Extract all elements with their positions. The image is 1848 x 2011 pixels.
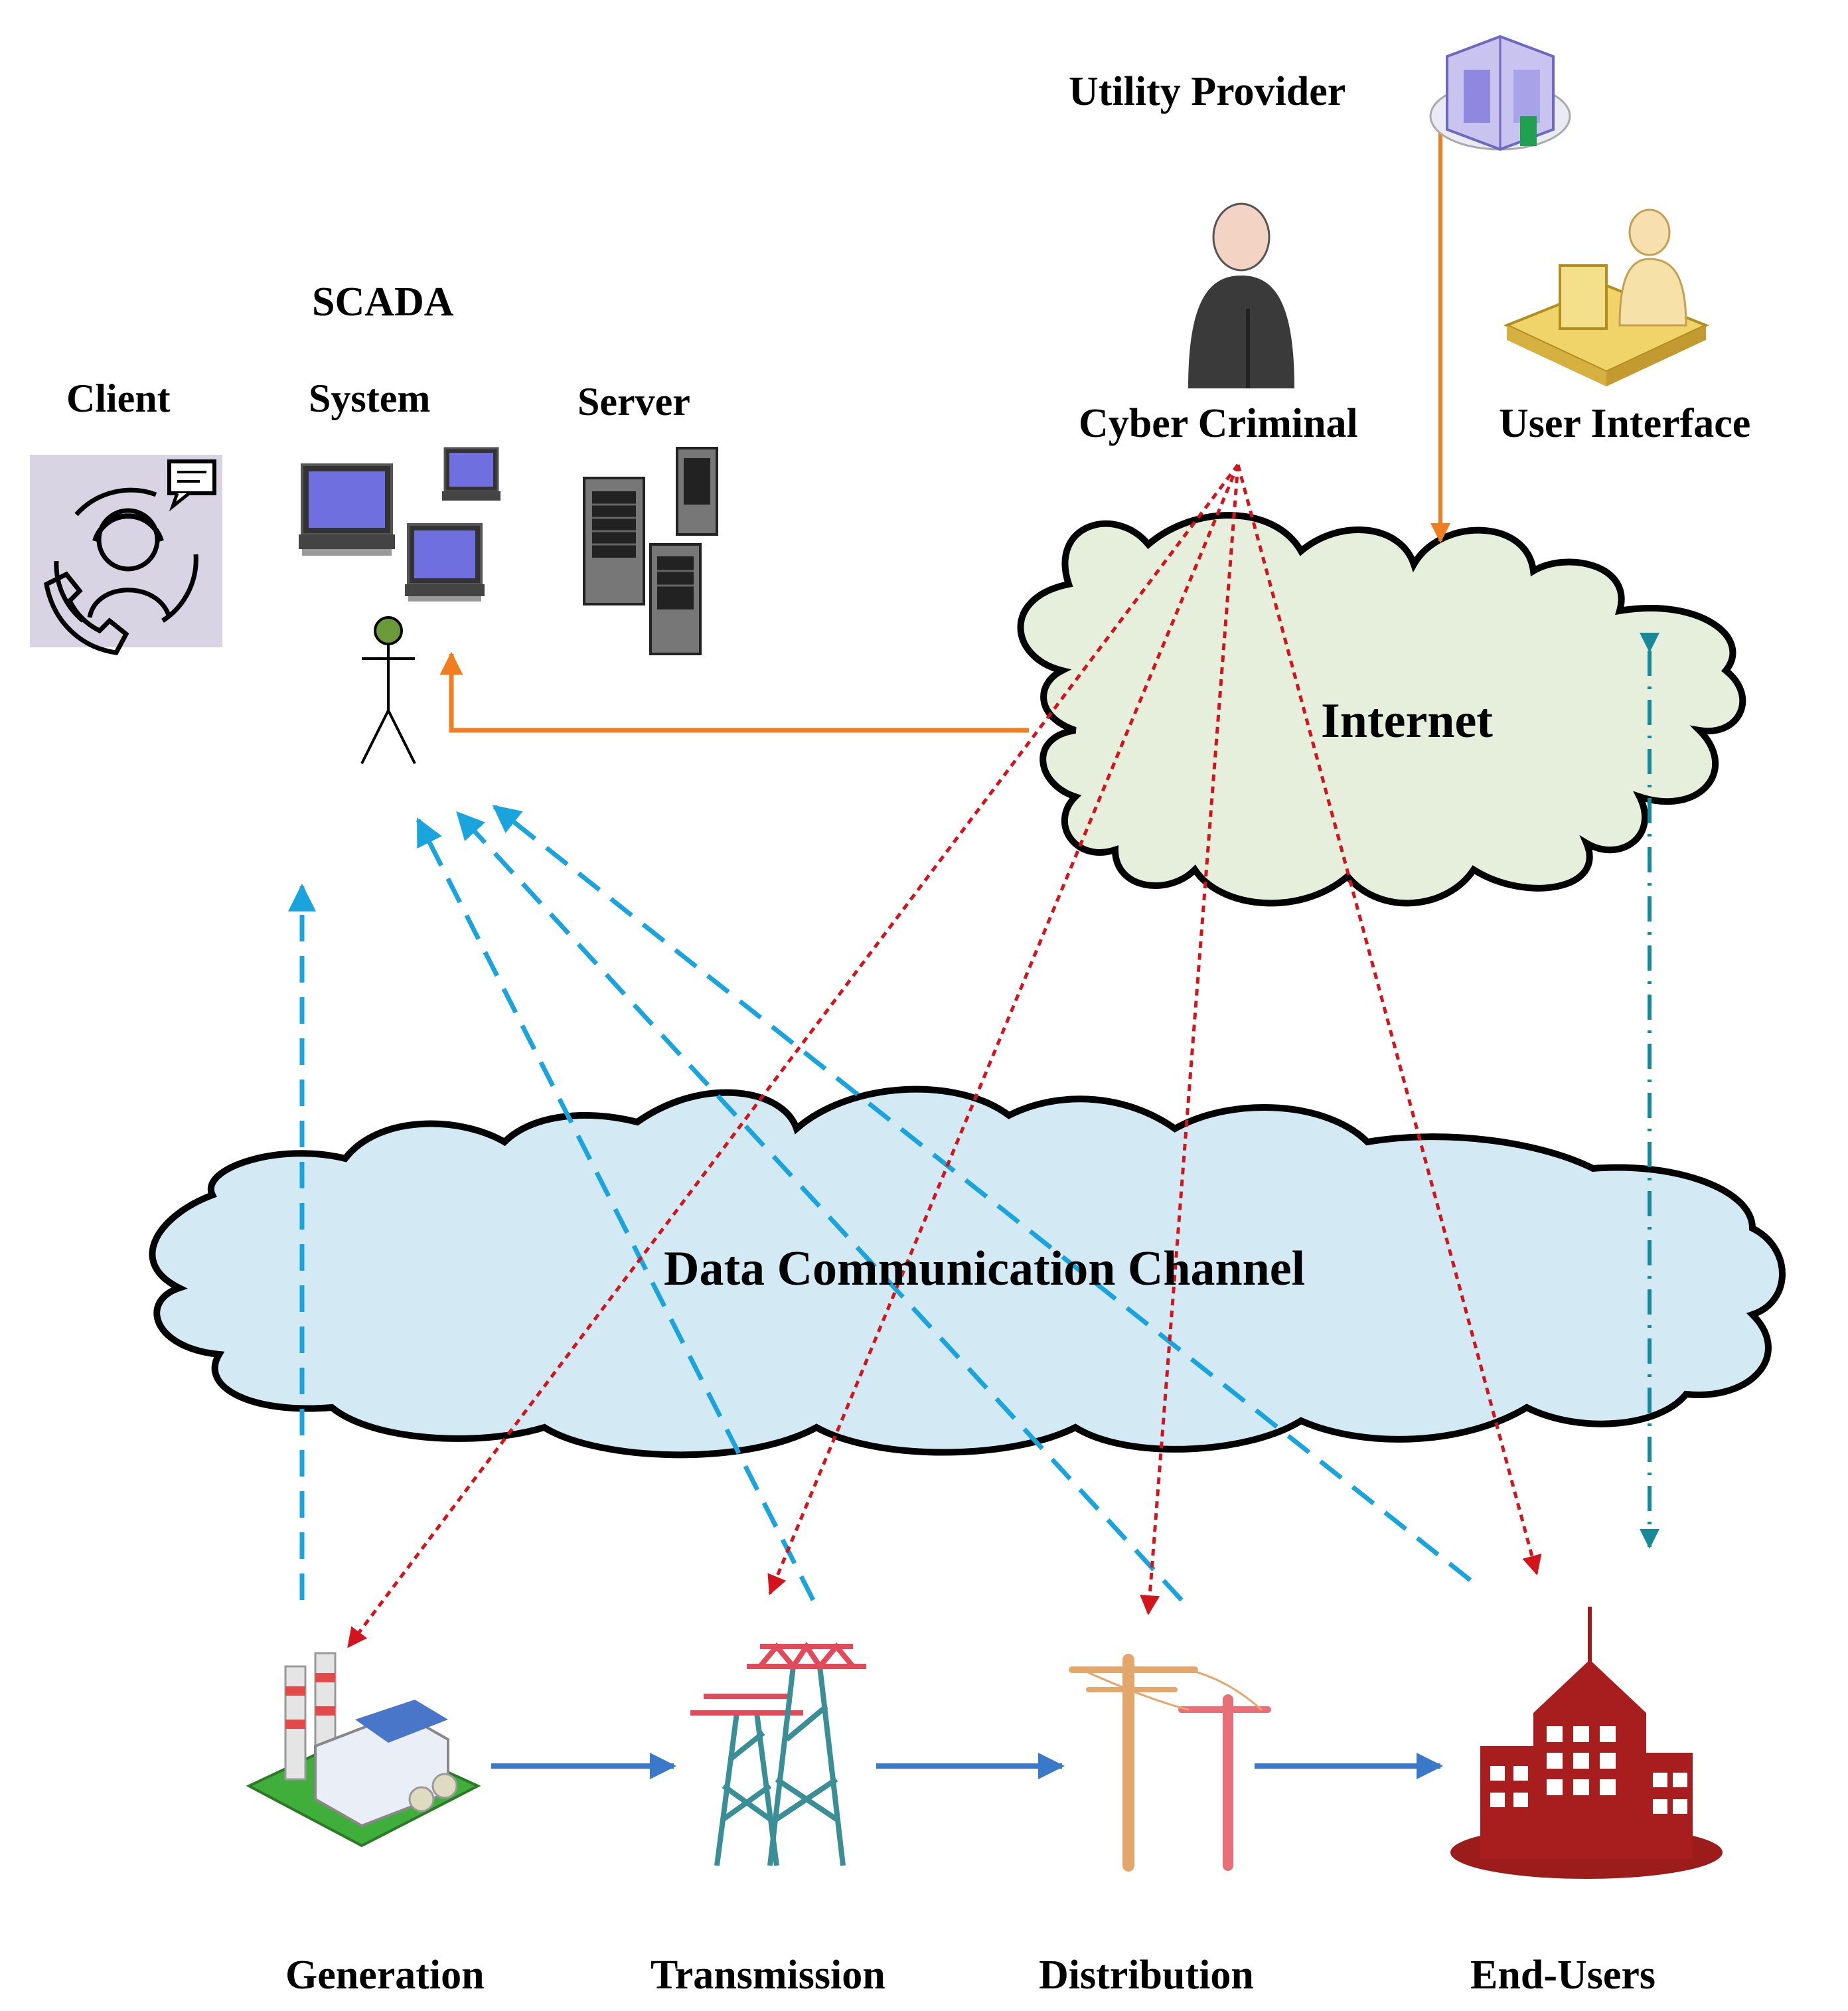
internet-links xyxy=(439,133,1450,733)
data-channel-label: Data Communication Channel xyxy=(664,1242,1305,1296)
client-label: Client xyxy=(66,376,171,420)
distribution-label: Distribution xyxy=(1039,1953,1254,1998)
client-support-icon xyxy=(30,455,222,655)
utility-provider-label: Utility Provider xyxy=(1069,69,1346,114)
user-interface-label: User Interface xyxy=(1499,401,1750,446)
server-label: Server xyxy=(578,380,690,424)
computers-icon xyxy=(299,447,501,602)
transmission-tower-icon xyxy=(690,1641,866,1866)
utility-pole-icon xyxy=(1069,1654,1271,1872)
user-workstation-icon xyxy=(1503,208,1710,386)
stick-figure-icon xyxy=(360,616,416,764)
internet-cloud xyxy=(1017,512,1746,907)
power-plant-icon xyxy=(246,1652,481,1848)
scada-links xyxy=(288,805,1472,1602)
generation-label: Generation xyxy=(285,1953,485,1998)
internet-label: Internet xyxy=(1321,694,1493,748)
hacker-person-icon xyxy=(1188,202,1294,388)
attack-arrows xyxy=(347,463,1542,1649)
transmission-label: Transmission xyxy=(651,1953,886,1998)
end-users-label: End-Users xyxy=(1470,1953,1656,1998)
office-building-icon xyxy=(1429,35,1571,151)
cyber-criminal-label: Cyber Criminal xyxy=(1079,401,1358,446)
server-rack-icon xyxy=(583,447,718,655)
city-building-icon xyxy=(1450,1607,1723,1879)
scada-label: SCADA xyxy=(312,280,454,325)
system-label: System xyxy=(309,376,430,420)
